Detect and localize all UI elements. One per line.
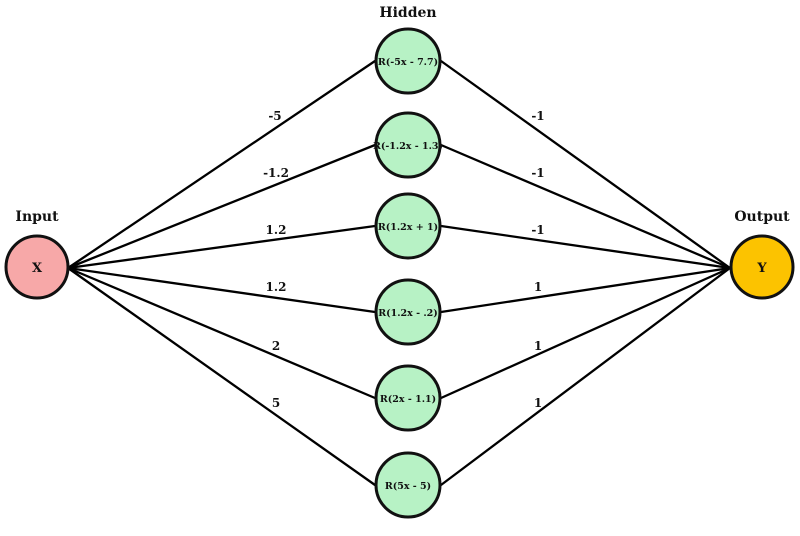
output-weight-2: -1 (531, 166, 544, 180)
edge-input-hidden-1 (66, 59, 377, 270)
input-node: X (4, 234, 70, 300)
edge-input-hidden-4 (66, 266, 377, 314)
output-weight-6: 1 (534, 396, 542, 410)
edge-input-hidden-2 (66, 143, 377, 270)
hidden-node-3-circle (374, 192, 442, 260)
hidden-node-6-circle (374, 451, 442, 519)
hidden-node-6-label: R(5x - 5) (385, 481, 431, 492)
hidden-node-5: R(2x - 1.1) (374, 364, 442, 432)
hidden-node-5-label: R(2x - 1.1) (380, 394, 436, 405)
input-weight-4: 1.2 (266, 280, 287, 294)
output-node-label: Y (756, 261, 767, 276)
input-weight-2: -1.2 (263, 166, 289, 180)
input-layer-label: Input (15, 209, 59, 225)
hidden-node-4: R(1.2x - .2) (374, 278, 442, 346)
hidden-node-1-label: R(-5x - 7.7) (378, 57, 438, 68)
hidden-node-2-label: R(-1.2x - 1.3) (373, 141, 443, 152)
output-weight-4: 1 (534, 280, 542, 294)
input-node-circle (4, 234, 70, 300)
hidden-node-5-circle (374, 364, 442, 432)
edge-hidden-output-1 (439, 59, 732, 270)
input-weight-5: 2 (272, 339, 280, 353)
hidden-node-4-label: R(1.2x - .2) (378, 308, 438, 319)
output-layer-label: Output (734, 209, 790, 225)
edge-hidden-output-4 (439, 266, 732, 314)
input-weight-1: -5 (268, 109, 281, 123)
hidden-node-2: R(-1.2x - 1.3) (373, 111, 443, 179)
edge-input-hidden-6 (66, 266, 377, 487)
output-node-circle (729, 234, 795, 300)
output-node: Y (729, 234, 795, 300)
hidden-node-6: R(5x - 5) (374, 451, 442, 519)
hidden-layer-label: Hidden (379, 5, 436, 21)
edge-input-hidden-5 (66, 266, 377, 400)
edge-input-hidden-3 (66, 224, 377, 270)
edge-hidden-output-3 (439, 224, 732, 270)
input-node-label: X (32, 261, 43, 276)
output-weight-5: 1 (534, 339, 542, 353)
input-weight-3: 1.2 (266, 223, 287, 237)
output-weight-3: -1 (531, 223, 544, 237)
hidden-node-3-label: R(1.2x + 1) (378, 222, 438, 233)
input-weight-6: 5 (272, 396, 280, 410)
hidden-node-1-circle (374, 27, 442, 95)
edge-hidden-output-6 (439, 266, 732, 487)
hidden-node-3: R(1.2x + 1) (374, 192, 442, 260)
hidden-node-4-circle (374, 278, 442, 346)
edge-hidden-output-5 (439, 266, 732, 400)
hidden-node-1: R(-5x - 7.7) (374, 27, 442, 95)
output-weight-1: -1 (531, 109, 544, 123)
hidden-node-2-circle (374, 111, 442, 179)
edge-hidden-output-2 (439, 143, 732, 270)
